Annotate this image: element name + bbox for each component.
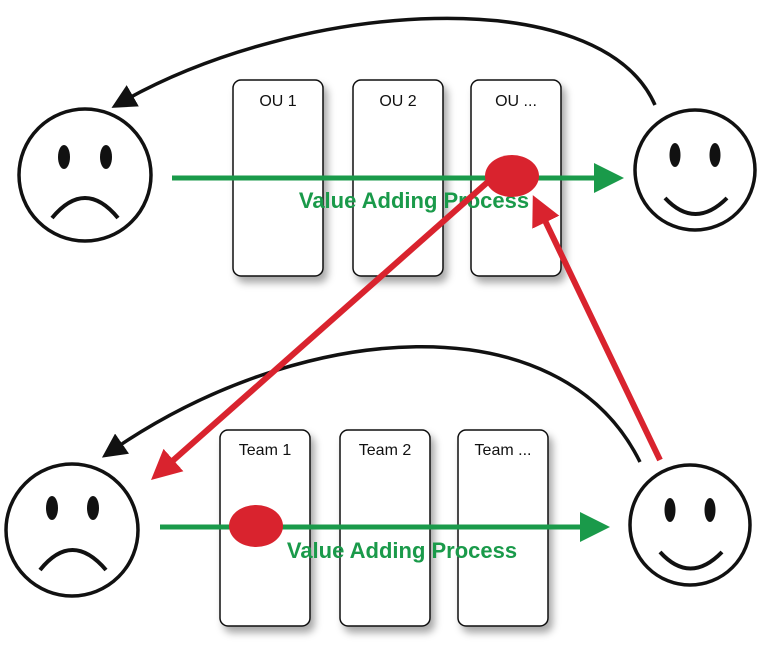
ou-box-1-label: OU 1 bbox=[259, 93, 296, 110]
top-sad-face-icon bbox=[17, 107, 153, 243]
red-arrow-up-right bbox=[532, 195, 663, 462]
top-process-label: Value Adding Process bbox=[299, 188, 529, 213]
bottom-red-marker bbox=[229, 505, 283, 547]
red-arrow-down-left bbox=[151, 177, 492, 480]
bottom-process-label: Value Adding Process bbox=[287, 538, 517, 563]
ou-box-2-label: OU 2 bbox=[379, 93, 416, 110]
top-return-arrow bbox=[111, 16, 657, 108]
bottom-sad-face-icon bbox=[4, 462, 140, 598]
bottom-happy-face-icon bbox=[628, 463, 752, 587]
top-red-marker bbox=[485, 155, 539, 197]
team-box-3-label: Team ... bbox=[475, 442, 532, 459]
top-happy-face-icon bbox=[633, 108, 757, 232]
team-box-2-label: Team 2 bbox=[359, 442, 412, 459]
ou-box-3-label: OU ... bbox=[495, 93, 537, 110]
team-box-1-label: Team 1 bbox=[239, 442, 292, 459]
bottom-return-arrow bbox=[101, 345, 642, 463]
